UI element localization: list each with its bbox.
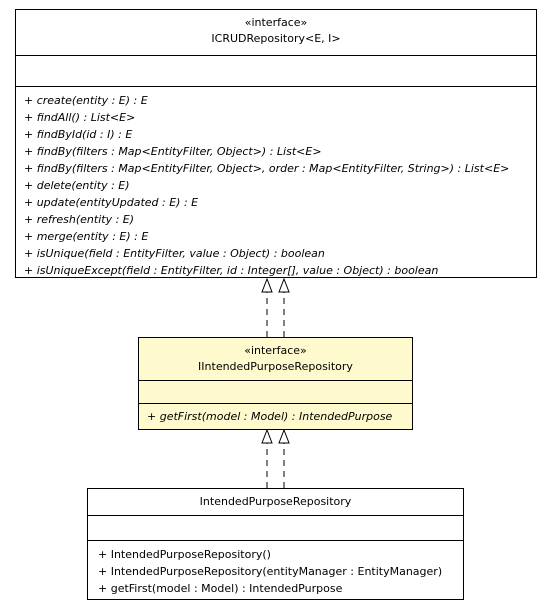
operations-compartment: + IntendedPurposeRepository() + Intended… — [88, 541, 463, 597]
class-name: IntendedPurposeRepository — [199, 495, 352, 508]
operation: + findBy(filters : Map<EntityFilter, Obj… — [24, 162, 510, 175]
operation: + getFirst(model : Model) : IntendedPurp… — [147, 410, 393, 423]
operation: + isUnique(field : EntityFilter, value :… — [24, 247, 325, 260]
operation: + merge(entity : E) : E — [24, 230, 149, 243]
class-name: ICRUDRepository<E, I> — [211, 32, 341, 45]
operation: + IntendedPurposeRepository(entityManage… — [98, 565, 443, 578]
realization-arrowhead — [261, 277, 273, 293]
class-box-iintended-purpose-repository[interactable]: «interface» IIntendedPurposeRepository +… — [138, 337, 413, 430]
attributes-compartment — [88, 516, 463, 541]
class-header: «interface» IIntendedPurposeRepository — [139, 338, 412, 381]
operation: + create(entity : E) : E — [24, 94, 148, 107]
realization-arrowhead — [278, 428, 290, 444]
attributes-compartment — [139, 381, 412, 404]
operation: + isUniqueExcept(field : EntityFilter, i… — [24, 264, 439, 277]
class-box-icrud-repository[interactable]: «interface» ICRUDRepository<E, I> + crea… — [15, 9, 537, 278]
operation: + findById(id : I) : E — [24, 128, 133, 141]
stereotype-label: «interface» — [244, 16, 308, 29]
operations-compartment: + create(entity : E) : E + findAll() : L… — [16, 87, 536, 279]
operation: + update(entityUpdated : E) : E — [24, 196, 199, 209]
class-header: IntendedPurposeRepository — [88, 489, 463, 516]
attributes-compartment — [16, 56, 536, 87]
realization-arrowhead — [261, 428, 273, 444]
operation: + IntendedPurposeRepository() — [98, 548, 271, 561]
operation: + refresh(entity : E) — [24, 213, 135, 226]
operation: + getFirst(model : Model) : IntendedPurp… — [98, 582, 343, 595]
class-box-intended-purpose-repository[interactable]: IntendedPurposeRepository + IntendedPurp… — [87, 488, 464, 600]
realization-arrowhead — [278, 277, 290, 293]
stereotype-label: «interface» — [244, 344, 307, 357]
class-name: IIntendedPurposeRepository — [198, 360, 353, 373]
operation: + delete(entity : E) — [24, 179, 130, 192]
class-header: «interface» ICRUDRepository<E, I> — [16, 10, 536, 56]
operation: + findBy(filters : Map<EntityFilter, Obj… — [24, 145, 322, 158]
operation: + findAll() : List<E> — [24, 111, 136, 124]
operations-compartment: + getFirst(model : Model) : IntendedPurp… — [139, 404, 412, 425]
